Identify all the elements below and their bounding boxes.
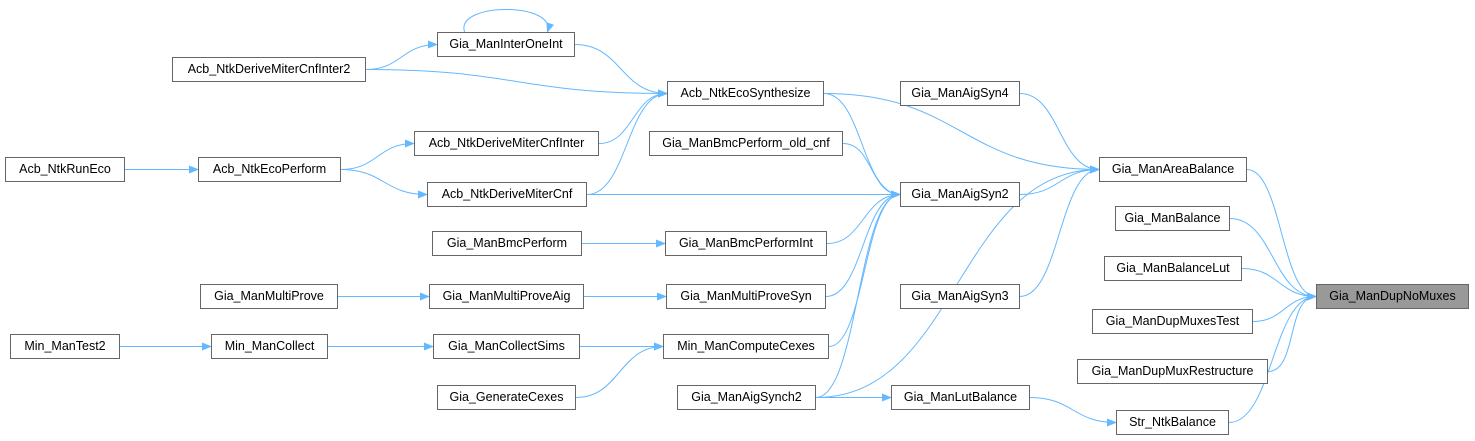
node-gia-manaigsyn2[interactable]: Gia_ManAigSyn2 [900, 182, 1020, 207]
node-gia-manbmcperform[interactable]: Gia_ManBmcPerform [432, 231, 582, 256]
node-gia-manbmcperformint[interactable]: Gia_ManBmcPerformInt [665, 231, 827, 256]
node-gia-manmultiprovesyn[interactable]: Gia_ManMultiProveSyn [666, 284, 826, 309]
edge-n_bmcOld-to-n_aigSyn2 [842, 143, 901, 199]
node-min-mantest2[interactable]: Min_ManTest2 [10, 334, 120, 359]
node-gia-manbalancelut[interactable]: Gia_ManBalanceLut [1104, 256, 1242, 281]
node-acb-ntkderivemitercnfinter[interactable]: Acb_NtkDeriveMiterCnfInter [414, 131, 599, 156]
node-gia-mancollectsims[interactable]: Gia_ManCollectSims [433, 334, 580, 359]
node-acb-ntkecosynthesize[interactable]: Acb_NtkEcoSynthesize [667, 81, 824, 106]
edge-n_lutBal-to-n_strBal [1029, 397, 1117, 427]
edge-n_interOne-to-n_interOne [463, 9, 555, 33]
edge-n_cnfInter2-to-n_ecoSynth [365, 69, 668, 98]
edge-n_ecoSynth-to-n_areaBal [823, 93, 1100, 174]
edge-n_interOne-to-n_ecoSynth [574, 44, 668, 98]
edge-n_cnfInter-to-n_ecoSynth [598, 89, 668, 144]
node-gia-manareabalance[interactable]: Gia_ManAreaBalance [1099, 157, 1247, 182]
node-acb-ntkderivemitercnfinter2[interactable]: Acb_NtkDeriveMiterCnfInter2 [172, 57, 366, 82]
node-gia-generatecexes[interactable]: Gia_GenerateCexes [437, 385, 576, 410]
node-gia-manmultiprove[interactable]: Gia_ManMultiProve [200, 284, 338, 309]
edge-n_balLut-to-n_dupNoMux [1241, 268, 1317, 301]
edge-n_balance-to-n_dupNoMux [1229, 218, 1317, 301]
node-gia-manaigsyn4[interactable]: Gia_ManAigSyn4 [900, 81, 1020, 106]
node-str-ntkbalance[interactable]: Str_NtkBalance [1116, 410, 1229, 435]
node-acb-ntkruneco[interactable]: Acb_NtkRunEco [5, 157, 125, 182]
edge-n_bmcInt-to-n_aigSyn2 [826, 190, 901, 244]
edge-n_ecoPerf-to-n_cnfInter [340, 139, 415, 170]
node-acb-ntkderivemitercnf[interactable]: Acb_NtkDeriveMiterCnf [427, 182, 587, 207]
edge-n_multiSyn-to-n_aigSyn2 [825, 190, 901, 297]
node-gia-manlutbalance[interactable]: Gia_ManLutBalance [891, 385, 1030, 410]
edge-n_aigSynch2-to-n_areaBal [815, 165, 1100, 398]
edge-n_cnfInter2-to-n_interOne [365, 40, 438, 70]
node-gia-manaigsynch2[interactable]: Gia_ManAigSynch2 [677, 385, 816, 410]
node-gia-mandupnomuxes: Gia_ManDupNoMuxes [1316, 284, 1469, 309]
node-gia-maninteroneint[interactable]: Gia_ManInterOneInt [437, 32, 575, 57]
edge-n_ecoSynth-to-n_aigSyn2 [823, 93, 901, 199]
node-gia-manbmcperform-old-cnf[interactable]: Gia_ManBmcPerform_old_cnf [649, 131, 843, 156]
edge-n_areaBal-to-n_dupNoMux [1246, 169, 1317, 301]
edge-n_aigSyn4-to-n_areaBal [1019, 93, 1100, 174]
edge-n_ecoPerf-to-n_cnf [340, 169, 428, 199]
node-acb-ntkecoperform[interactable]: Acb_NtkEcoPerform [198, 157, 341, 182]
edge-n_aigSyn3-to-n_areaBal [1019, 165, 1100, 297]
edge-n_strBal-to-n_dupNoMux [1228, 292, 1317, 423]
node-gia-mandupmuxrestructure[interactable]: Gia_ManDupMuxRestructure [1077, 359, 1268, 384]
node-min-mancollect[interactable]: Min_ManCollect [211, 334, 328, 359]
node-min-mancomputecexes[interactable]: Min_ManComputeCexes [663, 334, 829, 359]
node-gia-mandupmuxestest[interactable]: Gia_ManDupMuxesTest [1092, 309, 1253, 334]
node-gia-manmultiproveaig[interactable]: Gia_ManMultiProveAig [429, 284, 584, 309]
node-gia-manaigsyn3[interactable]: Gia_ManAigSyn3 [900, 284, 1020, 309]
edge-n_aigSynch2-to-n_aigSyn2 [815, 190, 901, 398]
edge-n_genCex-to-n_computeCex [575, 342, 664, 398]
edge-n_cnf-to-n_ecoSynth [586, 89, 668, 195]
edge-n_dupMuxRestr-to-n_dupNoMux [1267, 292, 1317, 372]
node-gia-manbalance[interactable]: Gia_ManBalance [1115, 206, 1230, 231]
